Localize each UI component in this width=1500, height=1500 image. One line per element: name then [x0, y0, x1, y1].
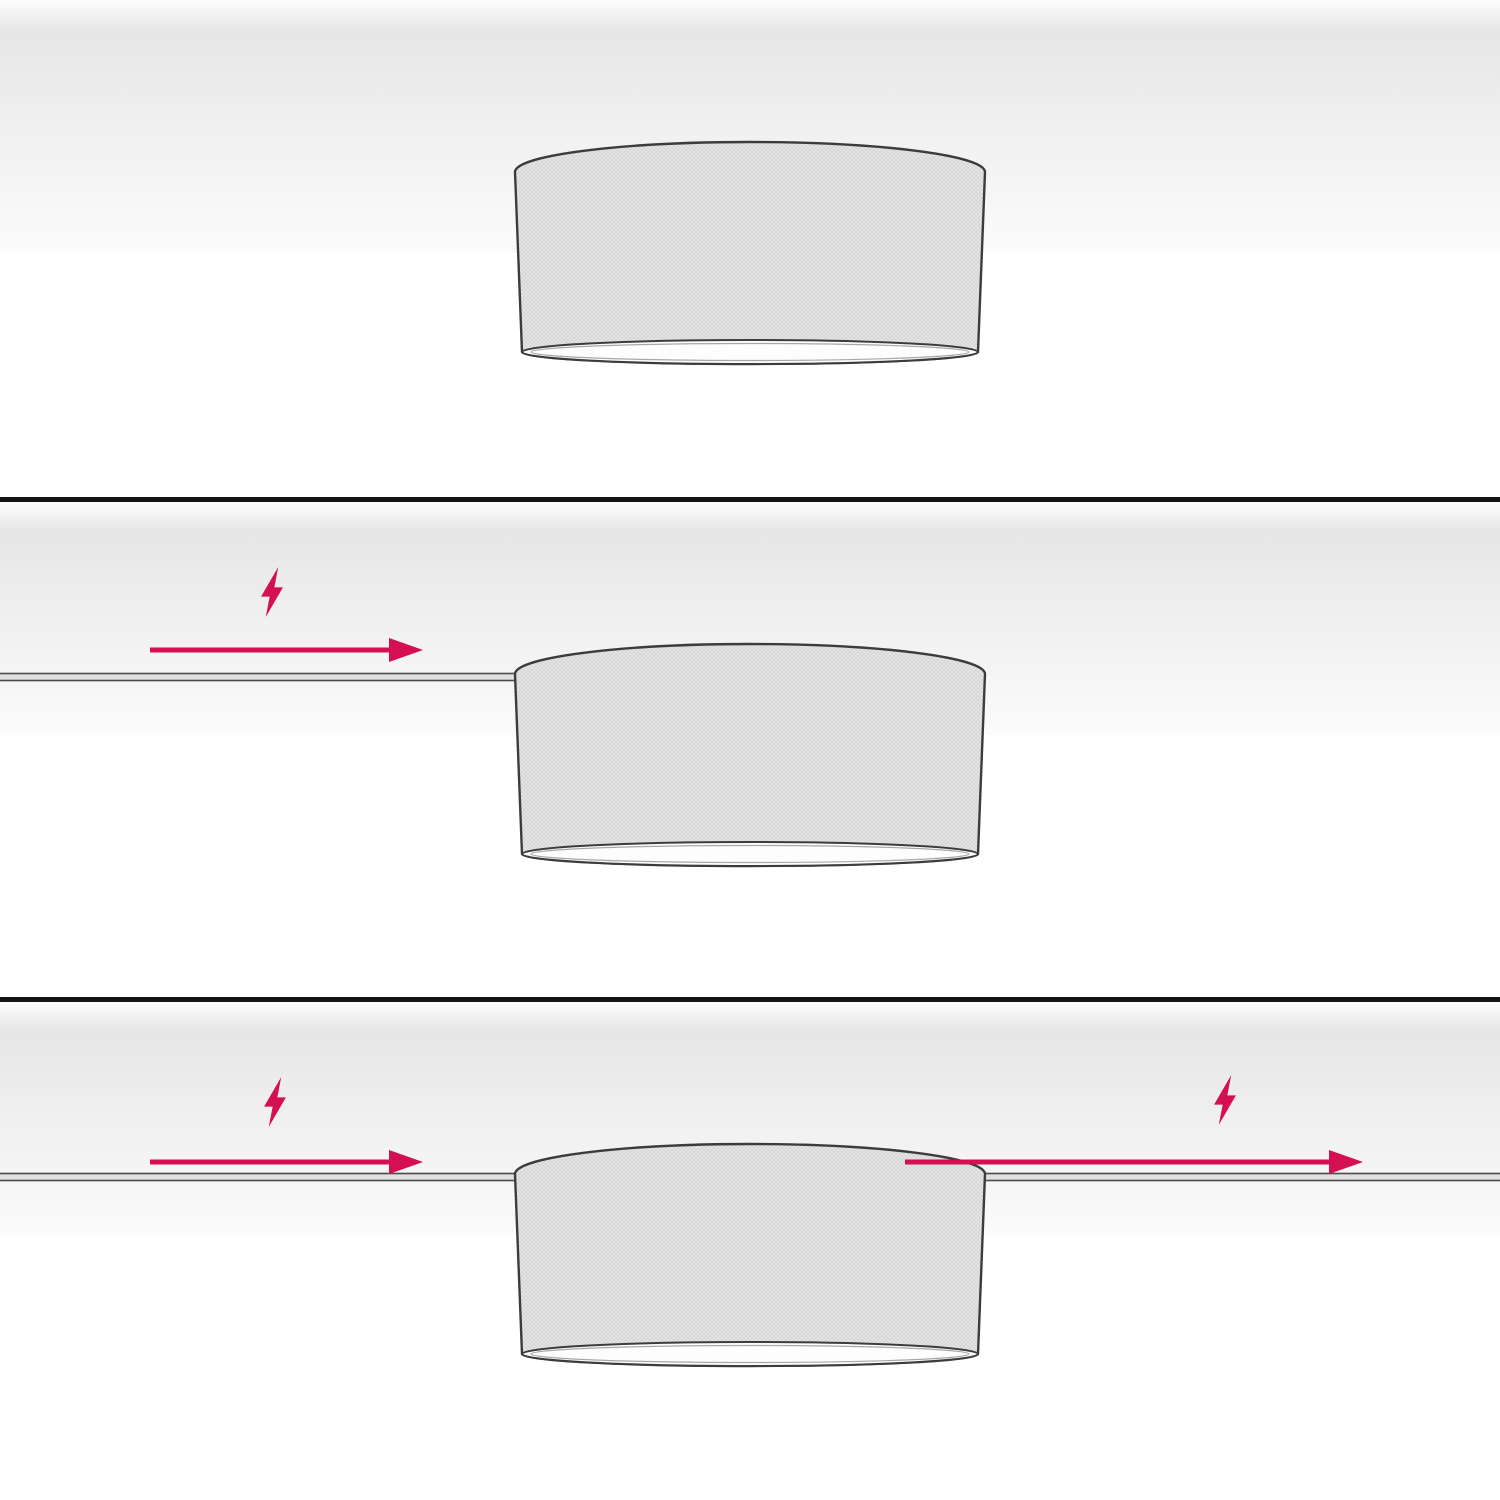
power-cable-left — [0, 1172, 521, 1182]
panel-cable-both-sides-illustration — [0, 1002, 1500, 1368]
panel-cable-both-sides — [0, 1002, 1500, 1500]
power-flow-arrow-left — [150, 1150, 423, 1174]
panel-no-cable — [0, 0, 1500, 497]
power-cable-left — [0, 672, 521, 682]
panel-cable-left — [0, 502, 1500, 997]
panel-cable-left-illustration — [0, 502, 1500, 868]
panel-no-cable-illustration — [0, 0, 1500, 366]
drum-lampshade — [513, 1142, 987, 1368]
power-flow-arrow-right — [905, 1150, 1363, 1174]
panel-divider — [0, 497, 1500, 502]
power-flow-arrow-left — [150, 638, 423, 662]
panel-divider — [0, 997, 1500, 1002]
drum-lampshade — [513, 140, 987, 366]
power-cable-right — [975, 1172, 1500, 1182]
drum-lampshade — [513, 642, 987, 868]
